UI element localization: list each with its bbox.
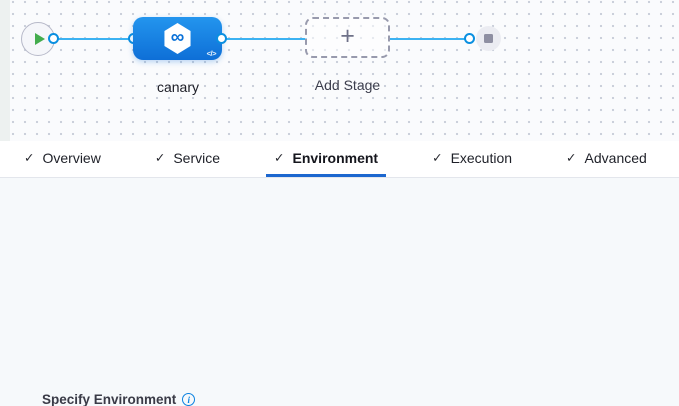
connector-port[interactable] bbox=[216, 33, 227, 44]
tab-overview[interactable]: ✓ Overview bbox=[16, 141, 109, 177]
canary-deployment-icon: ∞ bbox=[170, 27, 185, 48]
field-label-text: Specify Environment bbox=[42, 392, 177, 406]
connector-line bbox=[54, 38, 134, 40]
tab-label: Advanced bbox=[584, 149, 647, 166]
check-icon: ✓ bbox=[24, 151, 35, 165]
tab-label: Service bbox=[173, 149, 221, 166]
stage-type-hexagon-icon: ∞ bbox=[164, 23, 191, 54]
connector-port[interactable] bbox=[464, 33, 475, 44]
tab-environment[interactable]: ✓ Environment bbox=[266, 141, 387, 177]
connector-port[interactable] bbox=[48, 33, 59, 44]
pipeline-canvas[interactable]: ∞ </> + canary Add Stage bbox=[0, 0, 679, 141]
stage-config-tabbar: ✓ Overview ✓ Service ✓ Environment ✓ Exe… bbox=[0, 141, 679, 178]
check-icon: ✓ bbox=[432, 151, 443, 165]
connector-line bbox=[221, 38, 307, 40]
connector-line bbox=[389, 38, 471, 40]
check-icon: ✓ bbox=[566, 151, 577, 165]
add-stage-label: Add Stage bbox=[314, 77, 381, 93]
check-icon: ✓ bbox=[274, 151, 285, 165]
check-icon: ✓ bbox=[154, 151, 166, 165]
tab-service[interactable]: ✓ Service bbox=[147, 141, 228, 177]
pipeline-end-node[interactable] bbox=[476, 26, 501, 51]
stop-icon bbox=[484, 34, 493, 43]
tab-label: Environment bbox=[292, 149, 379, 166]
play-icon bbox=[34, 33, 45, 45]
tab-label: Execution bbox=[450, 149, 513, 166]
canvas-left-gutter bbox=[0, 0, 10, 141]
environment-tab-panel: Specify Environment i Σ x ‹ Back Continu… bbox=[0, 178, 679, 406]
add-stage-button[interactable]: + bbox=[305, 17, 390, 58]
stage-name-label: canary bbox=[156, 79, 200, 95]
tab-advanced[interactable]: ✓ Advanced bbox=[558, 141, 655, 177]
stage-node-canary[interactable]: ∞ </> bbox=[133, 17, 222, 60]
tab-execution[interactable]: ✓ Execution bbox=[424, 141, 520, 177]
specify-environment-label: Specify Environment i bbox=[42, 392, 196, 406]
info-icon[interactable]: i bbox=[182, 393, 196, 406]
code-icon[interactable]: </> bbox=[206, 49, 217, 58]
plus-icon: + bbox=[340, 22, 355, 50]
tab-label: Overview bbox=[42, 149, 101, 166]
